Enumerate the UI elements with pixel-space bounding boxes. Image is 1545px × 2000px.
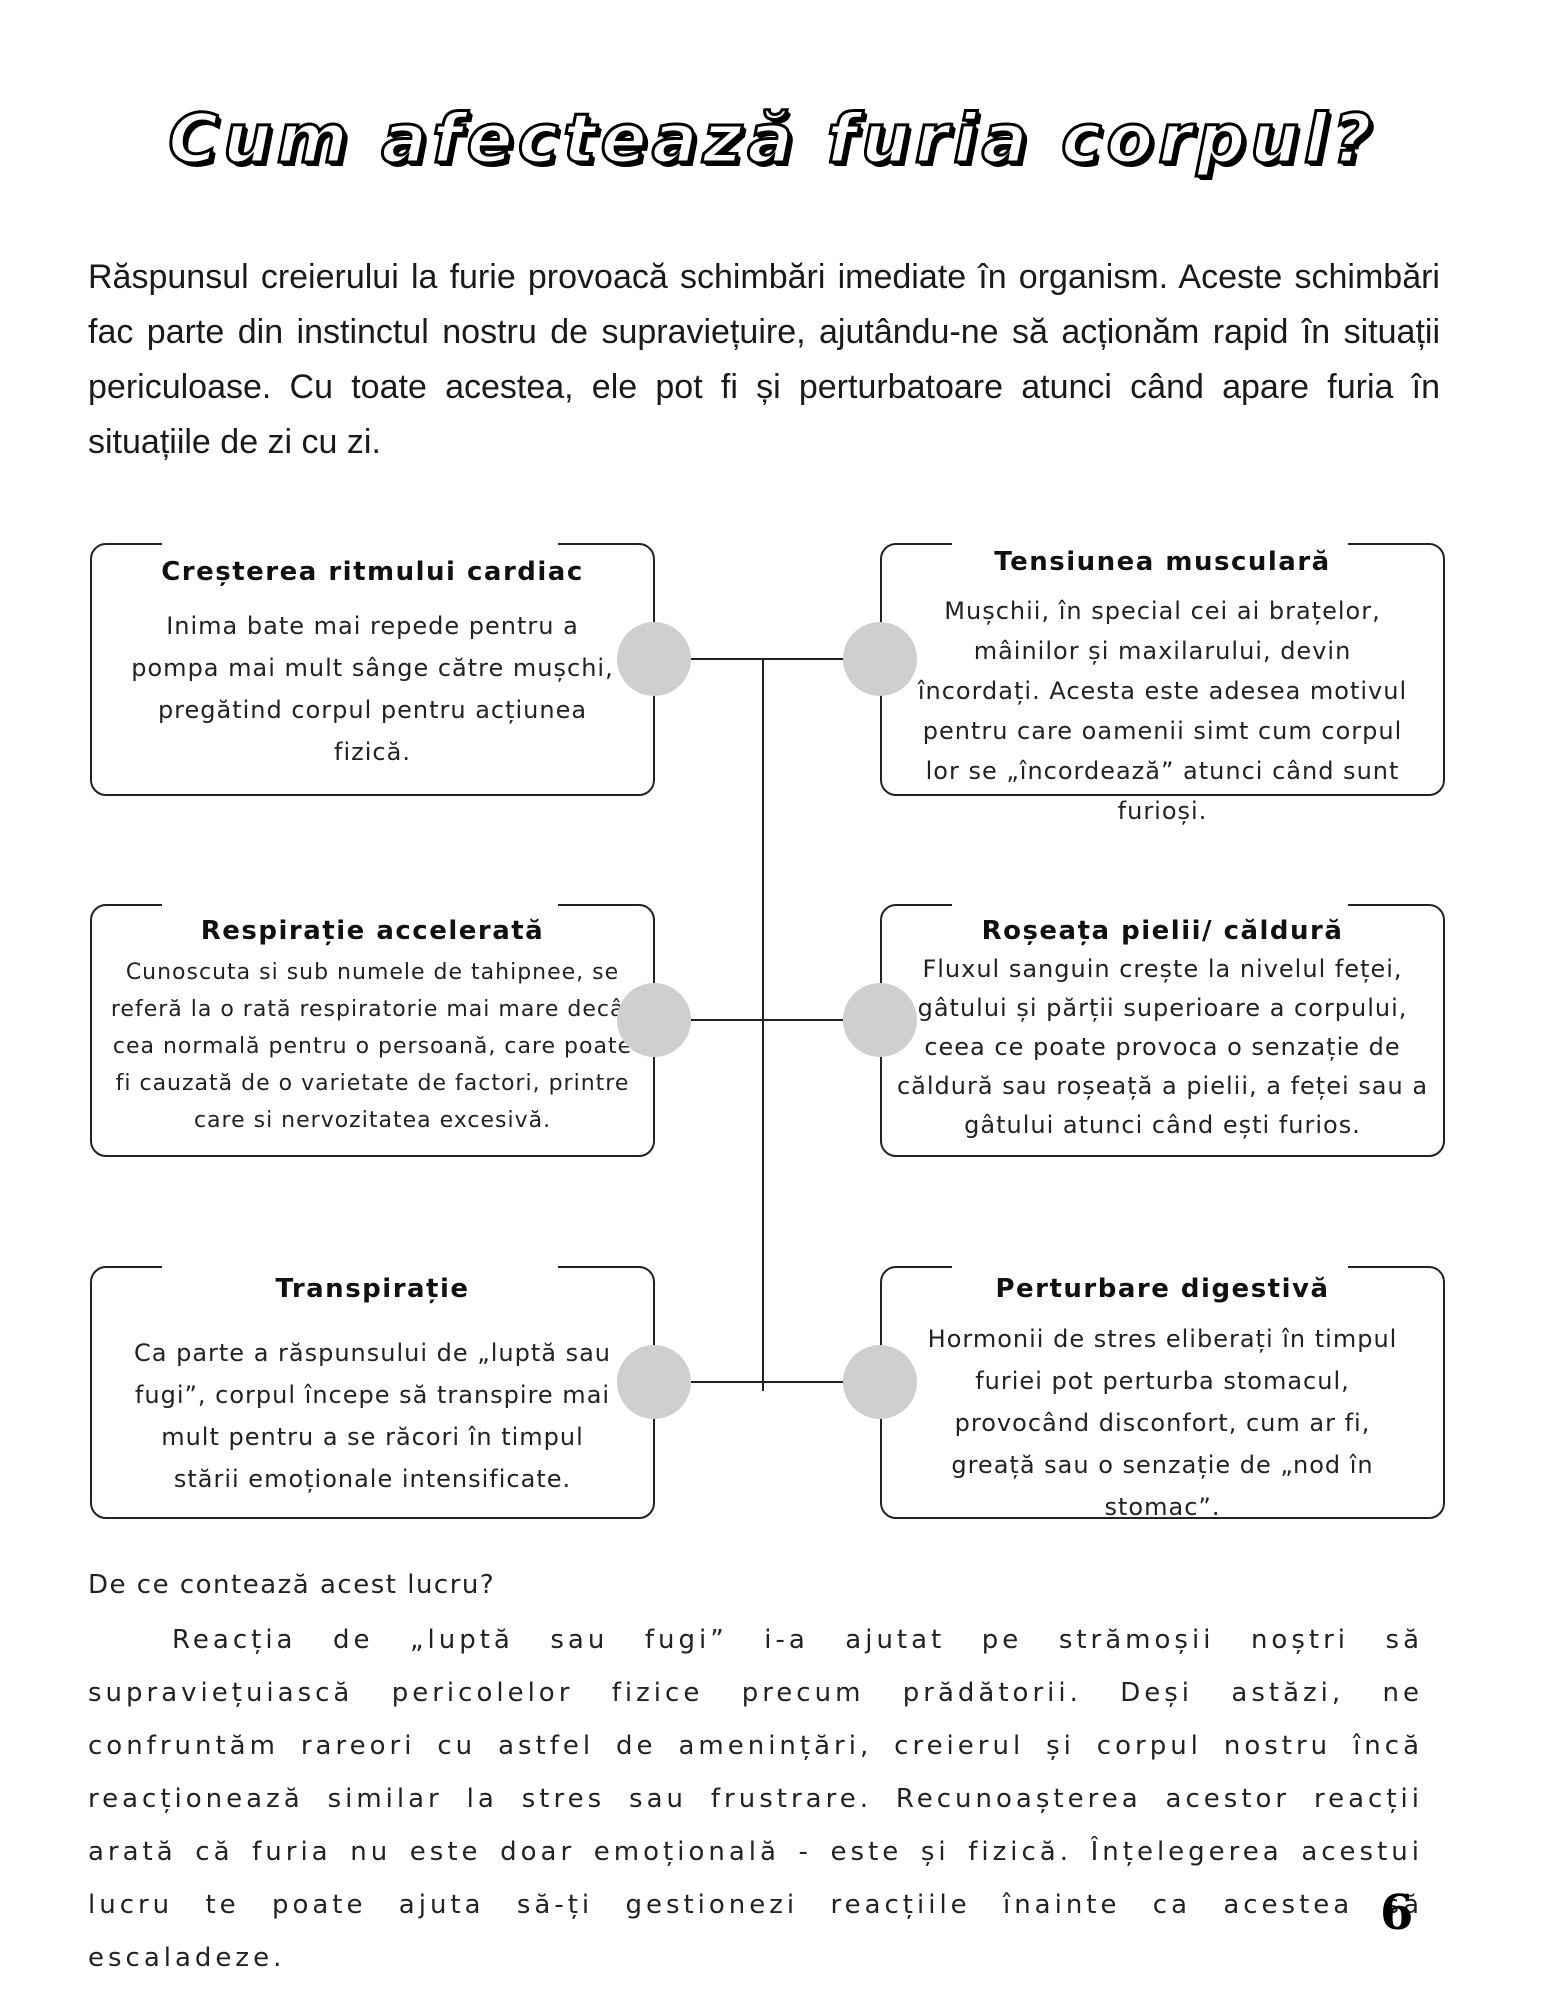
connector-dot [617,983,691,1057]
effect-card-skin-redness: Roșeața pielii/ căldură Fluxul sanguin c… [880,902,1445,1157]
effect-description: Fluxul sanguin crește la nivelul feței, … [896,955,1429,1139]
effect-card-breathing: Respirație accelerată Cunoscuta si sub n… [90,902,655,1157]
connector-row-2 [654,1019,890,1021]
connector-dot [617,622,691,696]
effect-title: Tensiunea musculară [994,547,1331,577]
effect-description: Inima bate mai repede pentru a pompa mai… [131,612,614,766]
effects-diagram: Creșterea ritmului cardiac Inima bate ma… [90,541,1445,1521]
why-heading: De ce contează acest lucru? [88,1570,496,1600]
connector-dot [843,622,917,696]
intro-paragraph: Răspunsul creierului la furie provoacă s… [88,258,1440,461]
effect-title: Perturbare digestivă [995,1274,1330,1304]
page-title: Cum afectează furia corpul? [167,99,1377,181]
effect-title: Respirație accelerată [200,916,545,946]
connector-row-1 [654,658,890,660]
effect-description: Cunoscuta si sub numele de tahipnee, se … [110,960,635,1133]
effect-description: Mușchii, în special cei ai brațelor, mâi… [917,597,1408,825]
connector-dot [617,1345,691,1419]
effect-card-digestive: Perturbare digestivă Hormonii de stres e… [880,1264,1445,1521]
effect-title: Transpirație [275,1274,470,1304]
effect-card-heart-rate: Creșterea ritmului cardiac Inima bate ma… [90,541,655,796]
effect-title: Creșterea ritmului cardiac [161,557,584,587]
diagram-spine [762,658,764,1391]
connector-row-3 [654,1381,890,1383]
effect-title: Roșeața pielii/ căldură [981,916,1344,946]
effect-card-muscle-tension: Tensiunea musculară Mușchii, în special … [880,541,1445,825]
page-number: 6 [1380,1885,1414,1941]
connector-dot [843,1345,917,1419]
effect-description: Ca parte a răspunsului de „luptă sau fug… [133,1339,611,1493]
why-paragraph: Reacția de „luptă sau fugi” i-a ajutat p… [88,1625,1423,1973]
connector-dot [843,983,917,1057]
effect-card-sweating: Transpirație Ca parte a răspunsului de „… [90,1264,655,1519]
effect-description: Hormonii de stres eliberați în timpul fu… [927,1325,1398,1521]
